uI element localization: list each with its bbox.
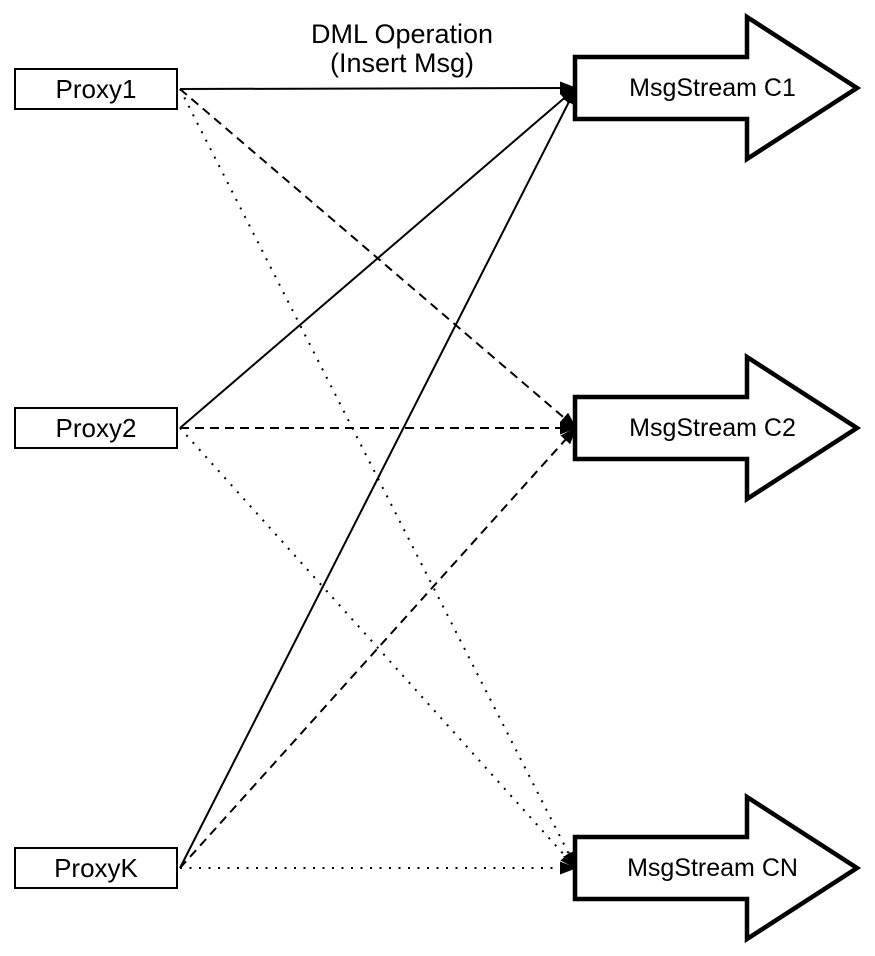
dml-operation-line2: (Insert Msg) <box>329 48 475 78</box>
proxy2-label: Proxy2 <box>55 412 137 443</box>
stream-label-c2: MsgStream C2 <box>585 412 840 444</box>
dml-operation-line1: DML Operation <box>310 19 494 49</box>
dml-operation-label: DML Operation (Insert Msg) <box>272 20 532 78</box>
stream-arrow-c2 <box>572 352 862 504</box>
proxy-node-proxy2: Proxy2 <box>14 407 178 449</box>
edge-proxy1-c2-dashed <box>179 88 577 429</box>
stream-arrow-cn <box>572 792 862 944</box>
stream-arrow-c1 <box>572 12 862 164</box>
msgstream-c1-text: MsgStream C1 <box>629 73 796 102</box>
proxyk-label: ProxyK <box>54 852 138 883</box>
proxy-node-proxy1: Proxy1 <box>14 68 178 110</box>
edge-proxy2-cn-dotted <box>179 427 577 869</box>
edge-proxyk-c1-solid <box>179 87 577 869</box>
stream-label-cn: MsgStream CN <box>585 852 840 884</box>
stream-label-c1: MsgStream C1 <box>585 72 840 104</box>
msgstream-cn-text: MsgStream CN <box>627 853 798 882</box>
proxy-node-proxyk: ProxyK <box>14 847 178 889</box>
edge-proxyk-c2-dashed <box>179 427 577 869</box>
msgstream-c2-text: MsgStream C2 <box>629 413 796 442</box>
edge-proxy1-c1-solid <box>179 81 577 95</box>
proxy1-label: Proxy1 <box>55 73 137 104</box>
